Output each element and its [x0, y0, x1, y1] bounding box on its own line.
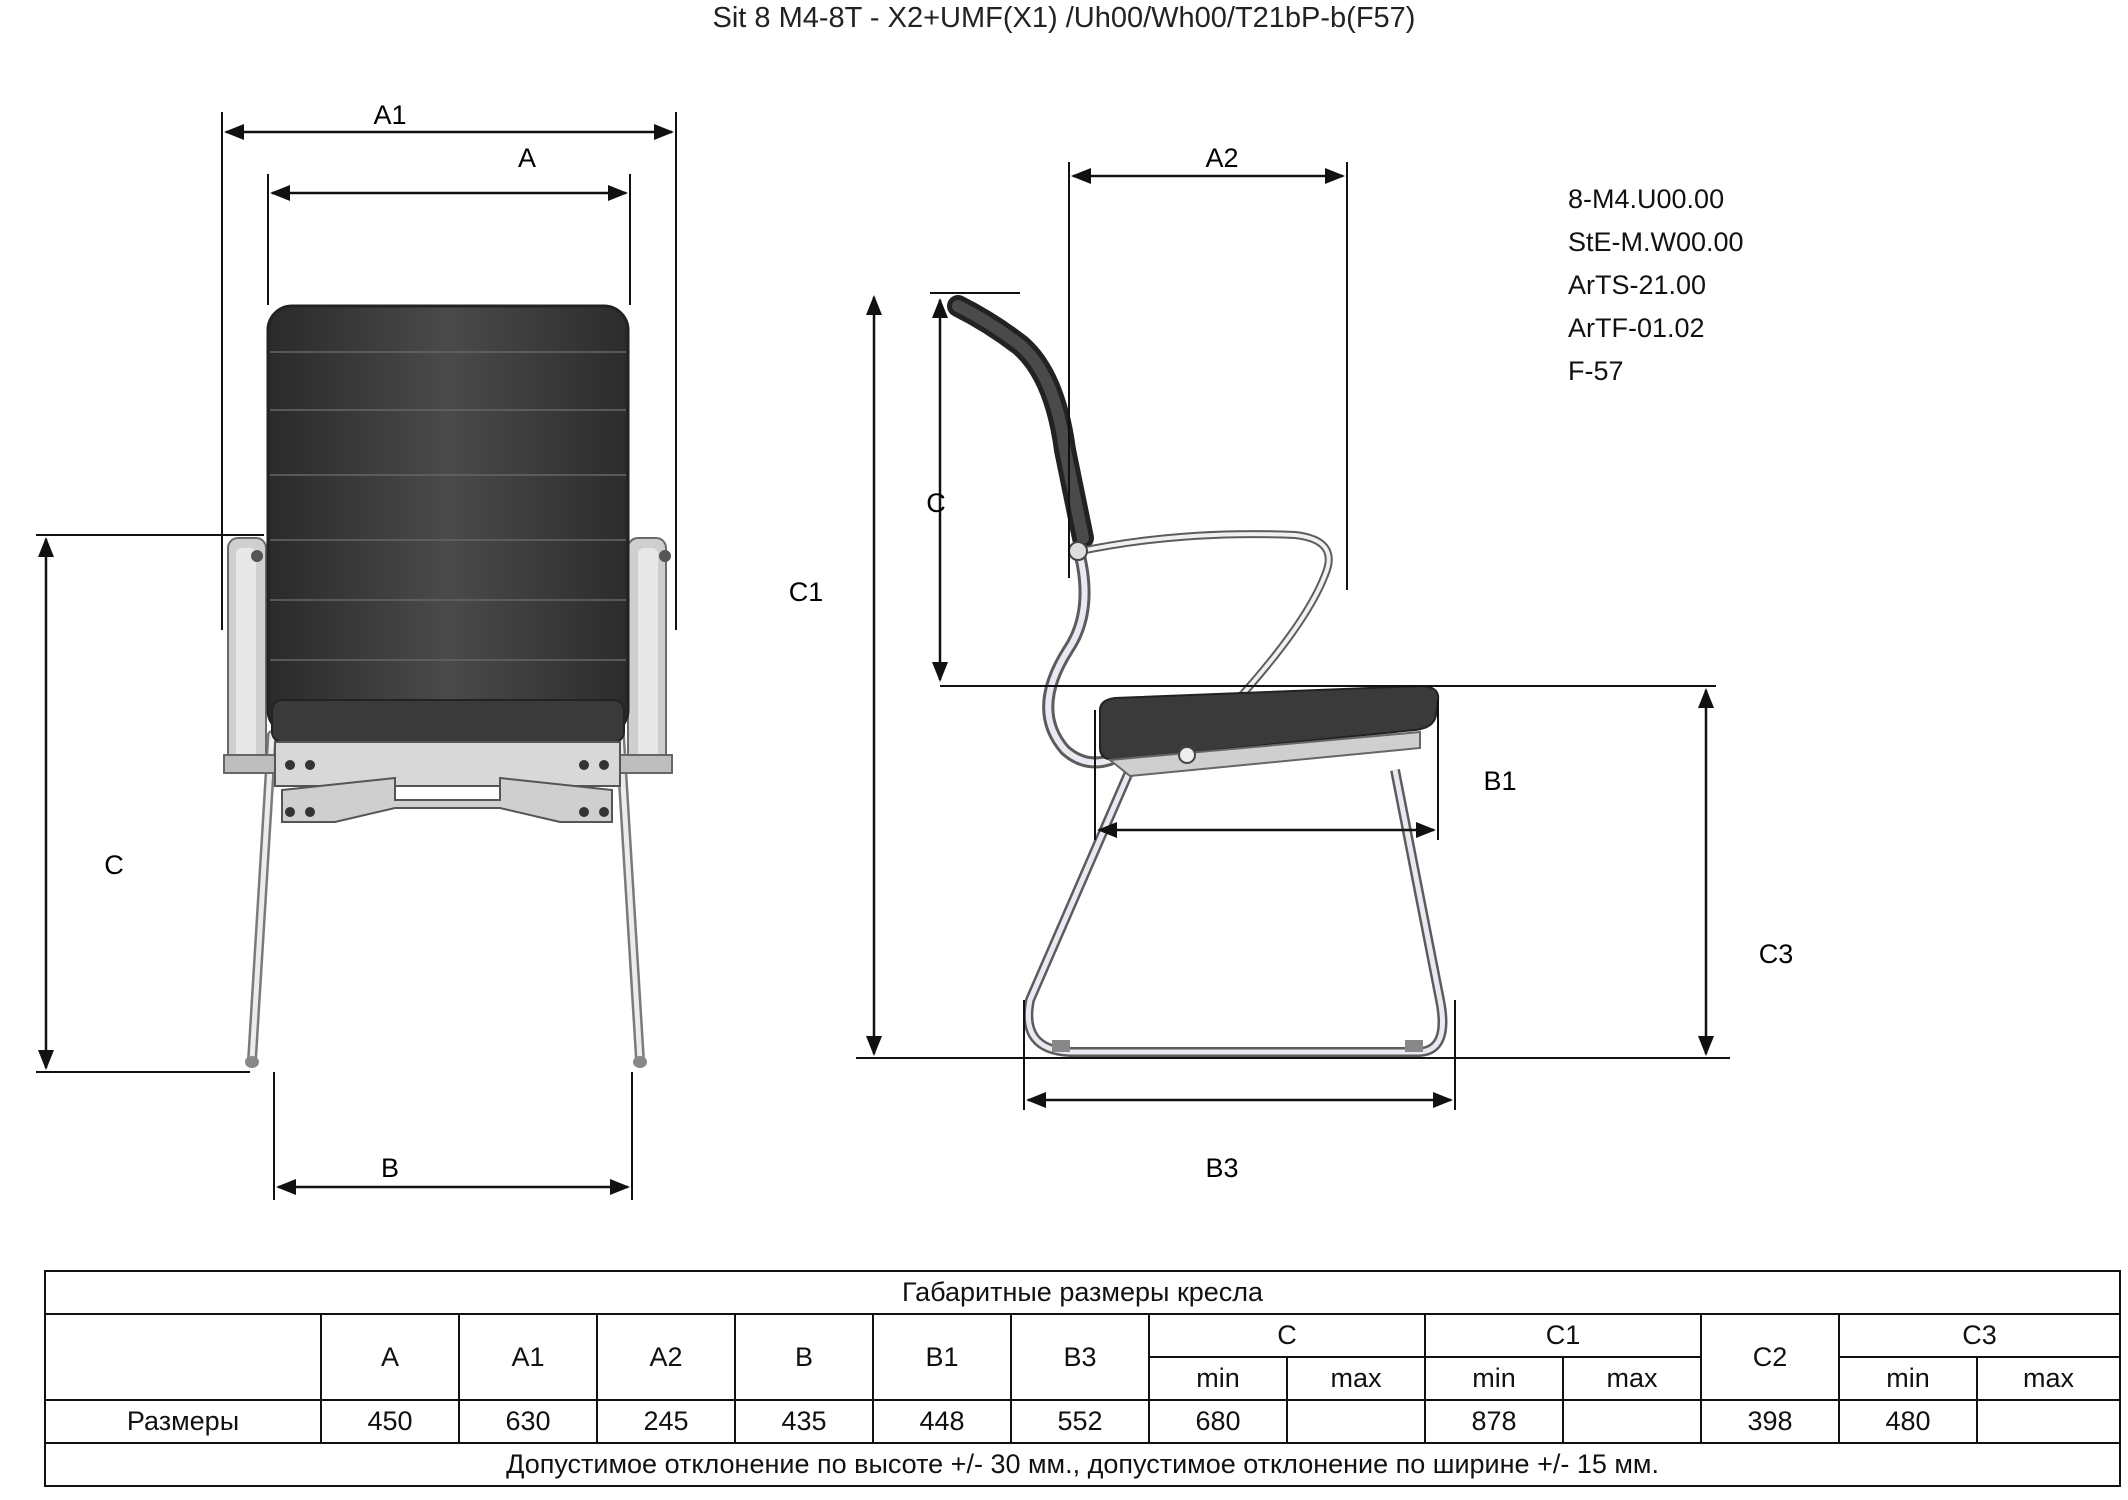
label-side-C3: C3 [1759, 939, 1794, 969]
subheader-C3-max: max [1975, 1356, 2122, 1401]
component-codes: 8-M4.U00.00 StE-M.W00.00 ArTS-21.00 ArTF… [1568, 178, 1744, 393]
side-seat [1099, 684, 1440, 762]
value-C2: 398 [1700, 1399, 1840, 1444]
component-code: ArTF-01.02 [1568, 313, 1705, 343]
component-code: 8-M4.U00.00 [1568, 184, 1725, 214]
chair-drawing: A1 A C B [36, 100, 1794, 1200]
row-label: Размеры [44, 1399, 322, 1444]
value-C-max [1286, 1399, 1426, 1444]
component-code: StE-M.W00.00 [1568, 227, 1744, 257]
label-side-B1: B1 [1483, 766, 1516, 796]
table-caption: Габаритные размеры кресла [43, 1270, 2122, 1315]
value-B3: 552 [1010, 1399, 1150, 1444]
value-B1: 448 [872, 1399, 1012, 1444]
value-C1-min: 878 [1424, 1399, 1564, 1444]
value-C1-max [1562, 1399, 1702, 1444]
table-corner-cell [44, 1313, 322, 1401]
subheader-C1-max: max [1562, 1356, 1702, 1401]
label-front-A1: A1 [373, 100, 406, 130]
value-C-min: 680 [1148, 1399, 1288, 1444]
subheader-C-min: min [1148, 1356, 1288, 1401]
label-side-C1: C1 [789, 577, 824, 607]
label-side-B3: B3 [1205, 1153, 1238, 1183]
header-B: B [734, 1313, 874, 1401]
header-B1: B1 [872, 1313, 1012, 1401]
side-sled-base [1023, 768, 1448, 1057]
table-row: Размеры 450 630 245 435 448 552 680 878 … [44, 1399, 2122, 1444]
header-A: A [320, 1313, 460, 1401]
front-view: A1 A C B [36, 100, 677, 1200]
value-A: 450 [320, 1399, 460, 1444]
label-front-B: B [381, 1153, 399, 1183]
label-side-C: C [926, 488, 946, 518]
drawing-title: Sit 8 M4-8T - X2+UMF(X1) /Uh00/Wh00/T21b… [712, 2, 1416, 34]
header-C3: C3 [1837, 1313, 2122, 1358]
front-seat [271, 699, 625, 743]
header-C1: C1 [1424, 1313, 1702, 1358]
label-front-C: C [104, 850, 124, 880]
front-left-armrest [223, 537, 277, 774]
tolerance-note: Допустимое отклонение по высоте +/- 30 м… [43, 1442, 2122, 1487]
component-code: F-57 [1568, 356, 1624, 386]
subheader-C1-min: min [1424, 1356, 1564, 1401]
front-right-armrest [619, 537, 673, 774]
header-A2: A2 [596, 1313, 736, 1401]
component-code: ArTS-21.00 [1568, 270, 1707, 300]
label-front-A: A [518, 143, 536, 173]
value-A2: 245 [596, 1399, 736, 1444]
value-C3-max [1975, 1399, 2122, 1444]
dimensions-table: Габаритные размеры кресла A A1 A2 B B1 B… [43, 1270, 2122, 1487]
header-B3: B3 [1010, 1313, 1150, 1401]
front-backrest [266, 304, 630, 736]
header-A1: A1 [458, 1313, 598, 1401]
header-C: C [1148, 1313, 1426, 1358]
value-B: 435 [734, 1399, 874, 1444]
side-view: A2 C C1 B1 C3 B3 [789, 143, 1794, 1183]
header-C2: C2 [1700, 1313, 1840, 1401]
label-side-A2: A2 [1205, 143, 1238, 173]
subheader-C3-min: min [1838, 1356, 1978, 1401]
subheader-C-max: max [1286, 1356, 1426, 1401]
value-A1: 630 [458, 1399, 598, 1444]
front-seat-frame [274, 741, 621, 787]
value-C3-min: 480 [1838, 1399, 1978, 1444]
